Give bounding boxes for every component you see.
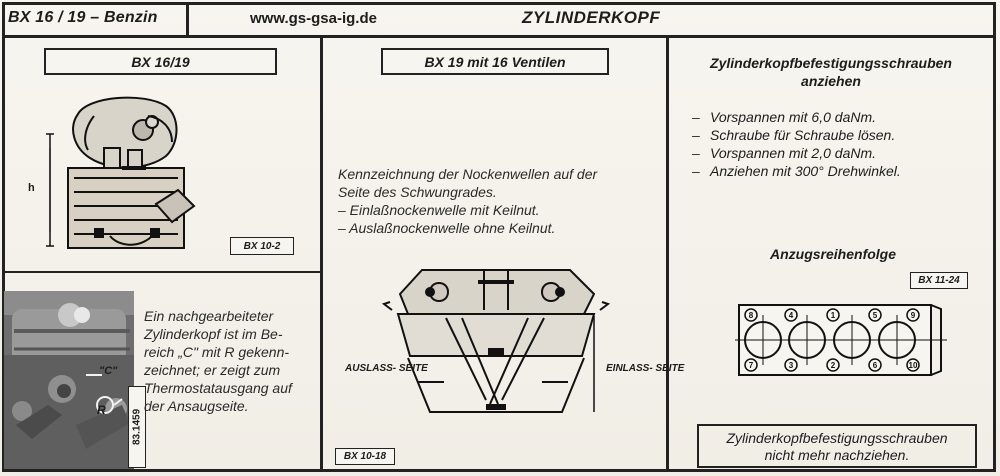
left-figure-tag: BX 10-2 xyxy=(230,237,294,255)
left-description-line: Ein nachgearbeiteter xyxy=(144,308,274,324)
left-column-label: BX 16/19 xyxy=(44,48,277,75)
torque-step-text: Vorspannen mit 2,0 daNm. xyxy=(710,145,877,161)
torque-step: –Vorspannen mit 6,0 daNm. xyxy=(692,109,877,125)
bolt-number-bottom: 10 xyxy=(909,361,918,370)
left-description-line: Thermostatausgang auf xyxy=(144,380,292,396)
right-figure-tag: BX 11-24 xyxy=(910,272,968,289)
retorque-note-line: nicht mehr nachziehen. xyxy=(764,447,910,463)
bolt-sequence-diagram: 8 4 1 5 9 7 3 2 6 10 xyxy=(735,297,947,383)
cylinder-head-photo-svg xyxy=(4,291,134,469)
model-title: BX 16 / 19 – Benzin xyxy=(8,9,158,26)
middle-engine-svg xyxy=(381,269,611,413)
intake-side-label: EINLASS- SEITE xyxy=(606,363,685,374)
torque-step-text: Schraube für Schraube lösen. xyxy=(710,127,896,143)
middle-bullet: – Einlaßnockenwelle mit Keilnut. xyxy=(338,202,540,218)
middle-engine-diagram xyxy=(374,262,618,427)
bolt-number-top: 8 xyxy=(749,311,754,320)
exhaust-side-label: AUSLASS- SEITE xyxy=(345,363,428,374)
left-section-divider xyxy=(2,271,320,273)
website-url: www.gs-gsa-ig.de xyxy=(250,10,377,27)
bolt-number-bottom: 2 xyxy=(831,361,836,370)
bolt-number-top: 5 xyxy=(873,311,878,320)
sequence-title: Anzugsreihenfolge xyxy=(770,246,897,262)
bolt-sequence-svg: 8 4 1 5 9 7 3 2 6 10 xyxy=(735,304,947,376)
torque-step: –Vorspannen mit 2,0 daNm. xyxy=(692,145,877,161)
bolt-number-bottom: 6 xyxy=(873,361,878,370)
right-title-line: Zylinderkopfbefestigungsschrauben xyxy=(710,55,952,71)
torque-step-text: Anziehen mit 300° Drehwinkel. xyxy=(710,163,901,179)
dimension-label: h xyxy=(28,182,35,194)
torque-step-text: Vorspannen mit 6,0 daNm. xyxy=(710,109,877,125)
retorque-note-line: Zylinderkopfbefestigungsschrauben xyxy=(726,430,948,446)
torque-step: –Anziehen mit 300° Drehwinkel. xyxy=(692,163,901,179)
section-title: ZYLINDERKOPF xyxy=(522,8,661,27)
retorque-note: Zylinderkopfbefestigungsschrauben nicht … xyxy=(697,424,977,468)
left-description-line: der Ansaugseite. xyxy=(144,398,249,414)
header-bar xyxy=(2,2,996,38)
torque-steps: –Vorspannen mit 6,0 daNm. –Schraube für … xyxy=(692,108,992,180)
right-title: Zylinderkopfbefestigungsschrauben anzieh… xyxy=(686,54,976,90)
left-description-line: reich „C" mit R gekenn- xyxy=(144,344,290,360)
bolt-number-top: 1 xyxy=(831,311,836,320)
bolt-number-bottom: 7 xyxy=(749,361,754,370)
middle-intro-line: Seite des Schwungrades. xyxy=(338,184,497,200)
right-title-line: anziehen xyxy=(801,73,861,89)
torque-step: –Schraube für Schraube lösen. xyxy=(692,127,896,143)
bolt-number-top: 9 xyxy=(911,311,916,320)
column-divider-right xyxy=(666,38,669,472)
left-description: Ein nachgearbeiteter Zylinderkopf ist im… xyxy=(144,307,292,415)
left-engine-svg xyxy=(46,96,196,249)
cylinder-head-photo xyxy=(4,291,134,469)
middle-column-label: BX 19 mit 16 Ventilen xyxy=(381,48,609,75)
middle-intro: Kennzeichnung der Nockenwellen auf der S… xyxy=(338,165,597,237)
left-engine-diagram xyxy=(40,88,210,258)
middle-bullet: – Auslaßnockenwelle ohne Keilnut. xyxy=(338,220,556,236)
middle-figure-tag: BX 10-18 xyxy=(335,448,395,465)
bolt-number-bottom: 3 xyxy=(789,361,794,370)
left-description-line: Zylinderkopf ist im Be- xyxy=(144,326,283,342)
left-description-line: zeichnet; er zeigt zum xyxy=(144,362,281,378)
column-divider-left xyxy=(320,38,323,472)
photo-callout-c: "C" xyxy=(99,365,118,377)
header-divider xyxy=(186,2,189,38)
photo-callout-r: R xyxy=(97,403,106,417)
middle-intro-line: Kennzeichnung der Nockenwellen auf der xyxy=(338,166,598,182)
bolt-number-top: 4 xyxy=(789,311,794,320)
